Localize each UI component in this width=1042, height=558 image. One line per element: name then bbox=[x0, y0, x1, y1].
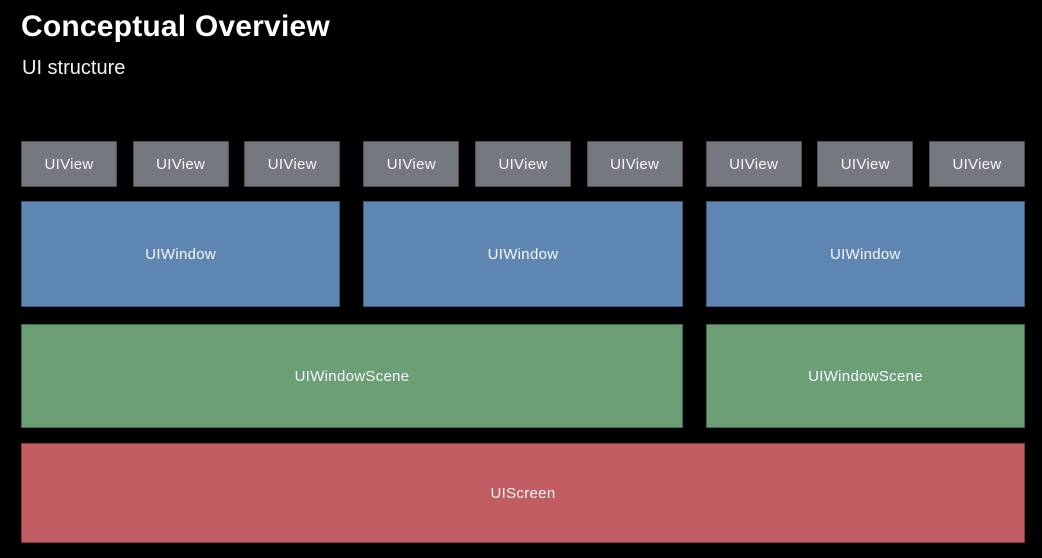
uiview-box: UIView bbox=[928, 141, 1025, 187]
uiview-box: UIView bbox=[705, 141, 802, 187]
uiwindow-layer: UIWindow UIWindow UIWindow bbox=[21, 201, 1025, 307]
uiview-box: UIView bbox=[363, 141, 460, 187]
uiwindow-box: UIWindow bbox=[21, 201, 341, 307]
uiwindow-box: UIWindow bbox=[363, 201, 683, 307]
uiview-group-3: UIView UIView UIView bbox=[705, 141, 1025, 187]
page-title: Conceptual Overview bbox=[21, 10, 330, 43]
uiview-box: UIView bbox=[474, 141, 571, 187]
uiwindow-box: UIWindow bbox=[705, 201, 1025, 307]
uiview-group-2: UIView UIView UIView bbox=[363, 141, 683, 187]
uiwindowscene-box: UIWindowScene bbox=[21, 324, 683, 428]
uiview-box: UIView bbox=[817, 141, 914, 187]
uiwindowscene-box: UIWindowScene bbox=[706, 324, 1025, 428]
page-subtitle: UI structure bbox=[22, 57, 126, 79]
uiview-layer: UIView UIView UIView UIView UIView UIVie… bbox=[21, 141, 1025, 187]
uiscreen-box: UIScreen bbox=[21, 443, 1025, 543]
uiwindowscene-layer: UIWindowScene UIWindowScene bbox=[21, 324, 1025, 428]
uiview-box: UIView bbox=[21, 141, 117, 187]
uiview-group-1: UIView UIView UIView bbox=[21, 141, 341, 187]
uiview-box: UIView bbox=[586, 141, 683, 187]
uiscreen-layer: UIScreen bbox=[21, 443, 1025, 543]
uiview-box: UIView bbox=[132, 141, 229, 187]
uiview-box: UIView bbox=[244, 141, 341, 187]
